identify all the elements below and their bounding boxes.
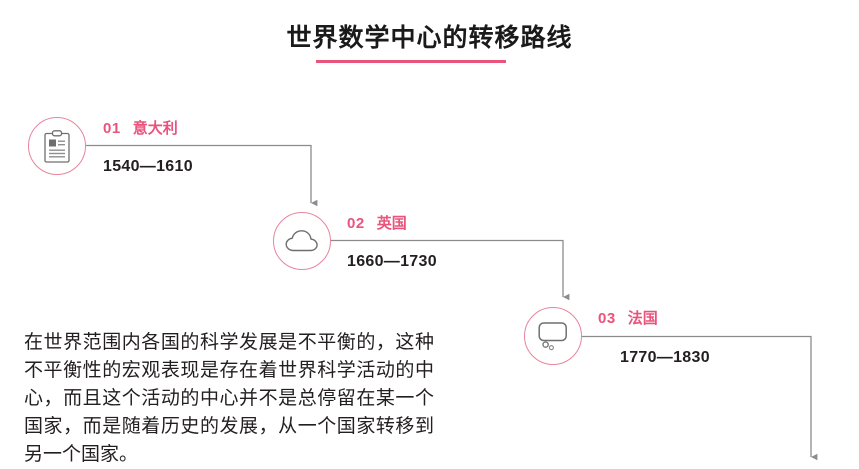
speech-bubble-icon — [538, 322, 567, 351]
node-3-date: 1770—1830 — [620, 349, 710, 366]
title-underline-rule — [316, 60, 506, 63]
node-2-date: 1660—1730 — [347, 253, 437, 270]
node-2-country: 英国 — [376, 215, 407, 232]
node-3-circle[interactable] — [524, 307, 582, 365]
node-1-label: 01 意大利 — [103, 117, 178, 138]
page-title: 世界数学中心的转移路线 — [286, 25, 573, 52]
node-1-circle[interactable] — [28, 117, 86, 175]
node-2-number: 02 — [347, 215, 365, 232]
clipboard-document-icon — [44, 129, 70, 163]
node-1-country: 意大利 — [132, 120, 178, 137]
node-2-circle[interactable] — [273, 212, 331, 270]
node-2-label: 02 英国 — [347, 212, 407, 233]
description-paragraph: 在世界范围内各国的科学发展是不平衡的，这种不平衡性的宏观表现是存在着世界科学活动… — [24, 332, 434, 465]
node-1-number: 01 — [103, 120, 121, 137]
node-3-label: 03 法国 — [598, 307, 658, 328]
node-3-number: 03 — [598, 310, 616, 327]
node-1-date: 1540—1610 — [103, 158, 193, 175]
page-title-block: 世界数学中心的转移路线 — [0, 24, 859, 54]
cloud-icon — [285, 230, 318, 252]
node-3-country: 法国 — [627, 310, 658, 327]
